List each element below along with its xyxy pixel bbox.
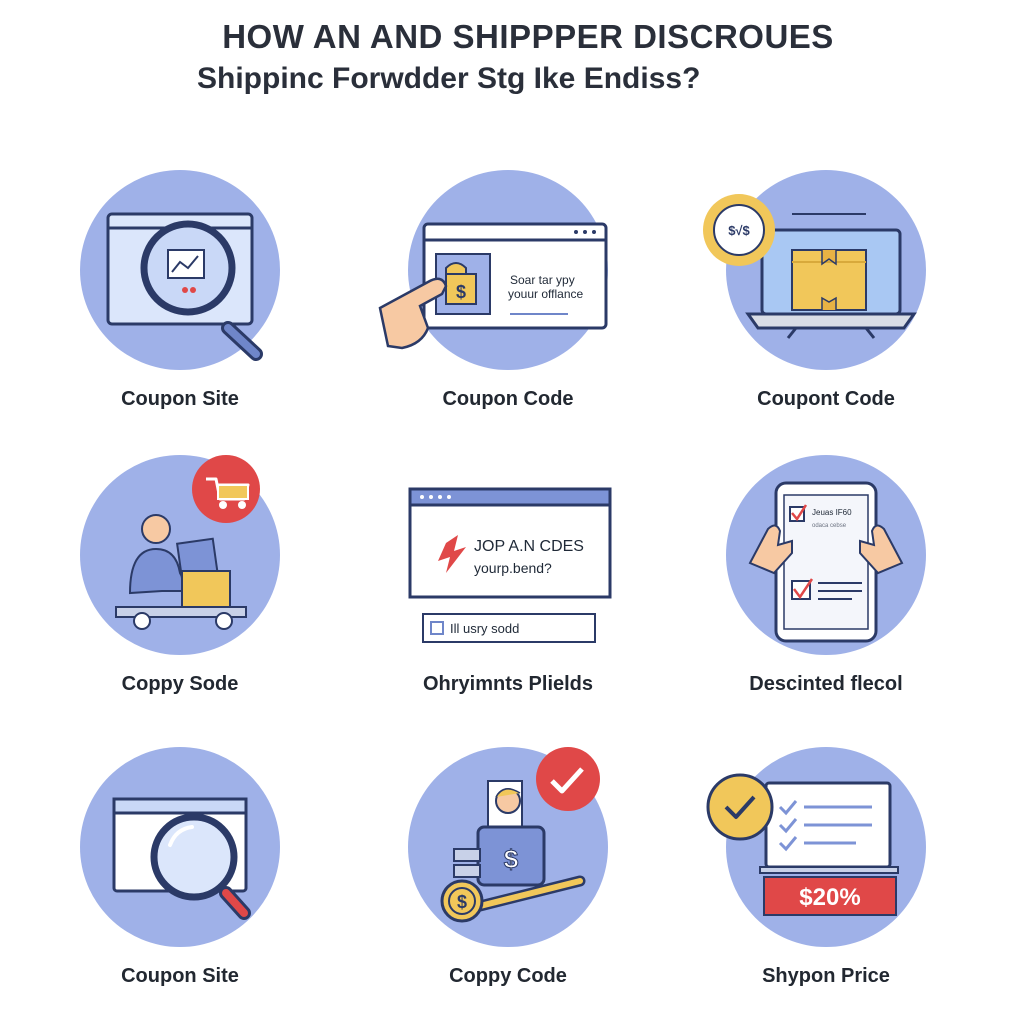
card-coppy-sode: Coppy Sode — [30, 403, 330, 703]
svg-text:$: $ — [457, 892, 467, 912]
card-screen-text-1: Soar tar ypy — [510, 273, 575, 287]
svg-text:$: $ — [456, 282, 466, 302]
card-label: Coppy Sode — [121, 673, 239, 695]
card-coupon-site: Coupon Site — [30, 118, 330, 418]
card-label: Shypon Price — [762, 965, 890, 987]
hand-coupon-card-icon: $ Soar tar ypy youur offlance — [378, 170, 608, 370]
card-label: Coupon Site — [121, 965, 239, 987]
card-coppy-code: $ $ Coppy Code — [358, 695, 658, 995]
search-browser-icon — [80, 747, 280, 947]
card-label: Coupon Code — [442, 388, 574, 410]
svg-text:$: $ — [504, 844, 519, 874]
checkbox[interactable] — [430, 621, 444, 635]
person-cart-icon — [80, 455, 280, 655]
card-screen-text-2: youur offlance — [508, 287, 583, 301]
price-badge-text: $√$ — [728, 223, 750, 238]
card-label: Coupont Code — [757, 388, 895, 410]
input-text: Ill usry sodd — [450, 621, 520, 636]
card-shypon-price: $20% Shypon Price — [676, 695, 976, 995]
dialog-text-1: JOP A.N CDES — [474, 538, 584, 555]
dialog-text-2: yourp.bend? — [474, 560, 552, 576]
laptop-package-icon: $√$ — [703, 170, 926, 370]
browser-dialog-icon: JOP A.N CDES yourp.bend? — [408, 487, 612, 599]
page-title: HOW AN AND SHIPPPER DISCROUES — [222, 18, 834, 55]
wallet-coin-icon: $ $ — [408, 747, 608, 947]
card-ohryimnts-plields: JOP A.N CDES yourp.bend? Ill usry sodd O… — [358, 403, 658, 703]
page-subtitle: Shippinc Forwdder Stg Ike Endiss? — [197, 62, 701, 95]
card-coupon-site-2: Coupon Site — [30, 695, 330, 995]
card-descinted-flecol: Jeuas IF60 odaca cebse Descinted flecol — [676, 403, 976, 703]
card-label: Descinted flecol — [749, 673, 903, 695]
card-label: Coupon Site — [121, 388, 239, 410]
card-coupon-code: $ Soar tar ypy youur offlance Coupon Cod… — [358, 118, 658, 418]
phone-checklist-icon: Jeuas IF60 odaca cebse — [726, 455, 926, 655]
phone-text-1: Jeuas IF60 — [812, 508, 852, 517]
card-label: Ohryimnts Plields — [422, 673, 594, 695]
card-label: Coppy Code — [449, 965, 567, 987]
magnifier-browser-icon — [80, 170, 280, 370]
price-label: $20% — [799, 884, 860, 911]
coupon-input-field[interactable]: Ill usry sodd — [422, 613, 596, 643]
phone-text-2: odaca cebse — [812, 523, 847, 529]
laptop-checklist-icon: $20% — [706, 747, 926, 947]
card-coupont-code: $√$ Coupont Code — [676, 118, 976, 418]
